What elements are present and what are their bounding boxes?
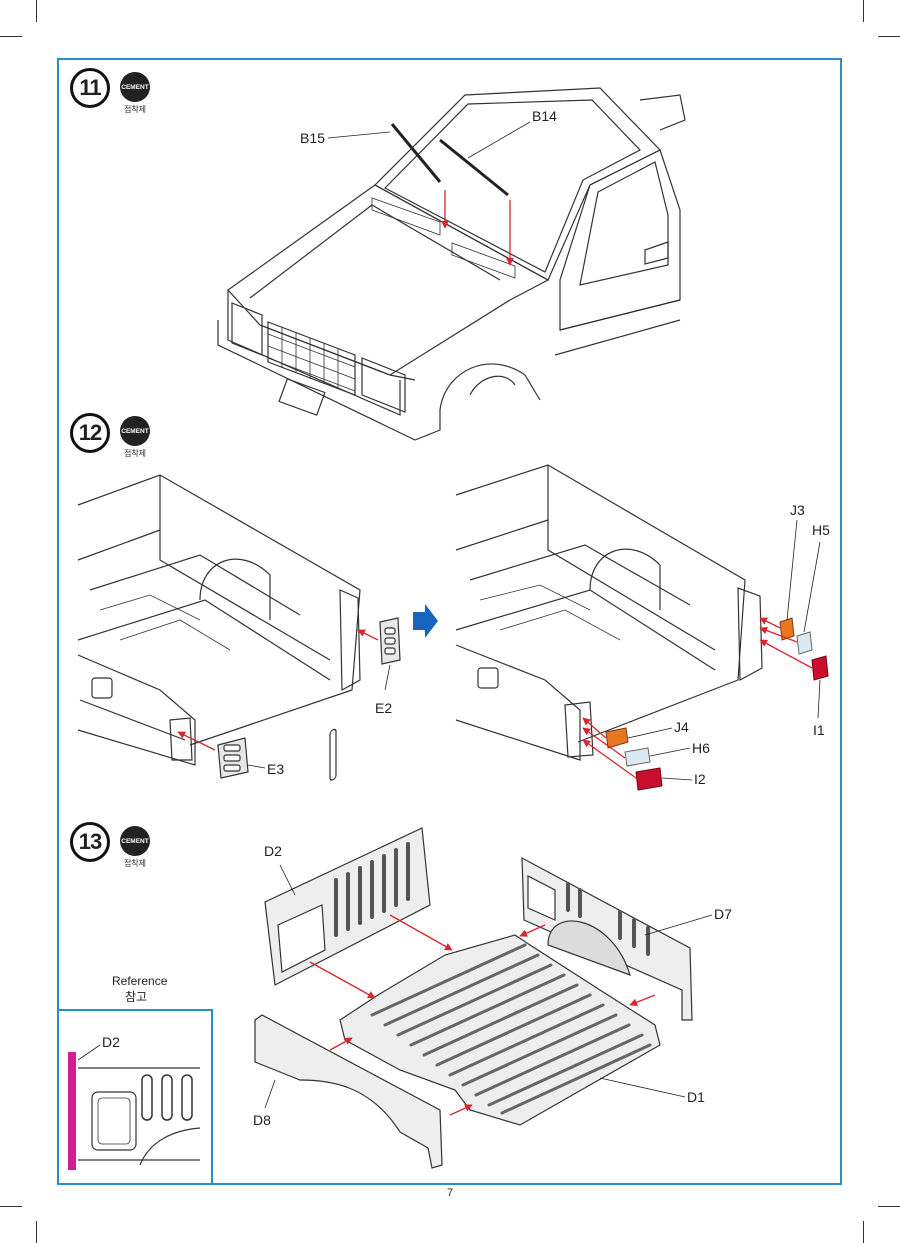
part-label-d7: D7: [714, 906, 732, 922]
assembly-arrow: [177, 731, 216, 751]
panel-d1-drawing: [339, 934, 661, 1126]
part-h5-drawing: [796, 631, 813, 655]
cement-label: CEMENT: [120, 416, 150, 446]
crop-mark: [863, 0, 864, 22]
page-number: 7: [446, 1187, 454, 1199]
part-h6-drawing: [624, 747, 651, 767]
leader-line: [661, 777, 693, 781]
part-e2-drawing: [379, 617, 401, 665]
part-j4-drawing: [605, 727, 629, 749]
crop-mark: [0, 36, 22, 37]
panel-d8-drawing: [254, 1014, 443, 1169]
crop-mark: [0, 1206, 22, 1207]
reference-title: Reference: [112, 974, 168, 988]
cement-label: CEMENT: [120, 72, 150, 102]
part-label-b14: B14: [532, 108, 557, 124]
leader-line: [467, 121, 531, 159]
assembly-arrow: [389, 914, 453, 951]
reference-box: [57, 1009, 213, 1185]
step-arrow: [413, 604, 438, 638]
part-label-d2: D2: [264, 843, 282, 859]
assembly-arrow: [582, 717, 607, 739]
leader-line: [803, 541, 821, 633]
cement-label-ko: 접착제: [123, 449, 147, 458]
part-label-j3: J3: [790, 502, 805, 518]
leader-line: [327, 131, 391, 139]
crop-mark: [36, 0, 37, 22]
leader-line: [627, 727, 673, 739]
assembly-arrow: [582, 739, 637, 779]
leader-line: [786, 519, 798, 621]
assembly-arrow: [329, 1037, 353, 1051]
cement-icon: CEMENT 접착제: [120, 416, 150, 459]
assembly-arrow: [629, 994, 656, 1007]
assembly-arrow: [582, 727, 626, 759]
crop-mark: [878, 1206, 900, 1207]
assembly-arrow: [759, 626, 798, 643]
truck-bed-left-drawing: [77, 474, 361, 766]
reference-detail-drawing: [68, 1052, 201, 1170]
leader-line: [644, 914, 713, 936]
leader-line: [649, 747, 691, 757]
crop-mark: [863, 1221, 864, 1243]
part-label-b15: B15: [300, 130, 325, 146]
panel-d2-drawing: [264, 728, 431, 986]
assembly-arrow: [309, 961, 376, 999]
reference-title-ko: 참고: [125, 990, 148, 1004]
leader-line: [599, 1077, 686, 1098]
part-label-j4: J4: [674, 719, 689, 735]
leader-line: [264, 1079, 276, 1109]
part-label-i2: I2: [694, 771, 706, 787]
reference-part-label: D2: [102, 1034, 120, 1050]
assembly-arrow: [759, 617, 781, 629]
part-e3-drawing: [217, 737, 249, 779]
part-label-h6: H6: [692, 740, 710, 756]
part-label-d8: D8: [253, 1112, 271, 1128]
leader-line: [279, 864, 296, 896]
cement-label-ko: 접착제: [123, 859, 147, 868]
assembly-arrow: [449, 1104, 473, 1116]
step-number-12: 12: [70, 413, 110, 453]
cement-icon: CEMENT 접착제: [120, 826, 150, 869]
leader-line: [384, 664, 391, 691]
step-number-13: 13: [70, 822, 110, 862]
step-number-11: 11: [70, 68, 110, 108]
cement-label-ko: 접착제: [123, 105, 147, 114]
crop-mark: [36, 1221, 37, 1243]
part-label-d1: D1: [687, 1089, 705, 1105]
truck-bed-right-drawing: [455, 464, 763, 761]
cement-icon: CEMENT 접착제: [120, 72, 150, 115]
part-label-e3: E3: [267, 761, 285, 777]
part-i1-drawing: [811, 655, 829, 681]
wiper-b15: [390, 123, 442, 183]
part-j3-drawing: [779, 617, 795, 641]
leader-line: [247, 764, 266, 769]
assembly-arrow: [357, 629, 379, 641]
part-label-e2: E2: [375, 700, 393, 716]
cement-label: CEMENT: [120, 826, 150, 856]
leader-line: [817, 679, 821, 719]
instruction-frame: [57, 58, 842, 1185]
wiper-b14: [439, 138, 509, 197]
crop-mark: [878, 36, 900, 37]
part-label-i1: I1: [813, 722, 825, 738]
leader-line: [77, 1044, 101, 1061]
part-i2-drawing: [635, 767, 663, 791]
assembly-arrow: [759, 639, 813, 669]
part-label-h5: H5: [812, 522, 830, 538]
truck-cab-drawing: [217, 87, 686, 441]
assembly-arrow: [519, 924, 546, 937]
panel-d7-drawing: [521, 856, 693, 1021]
